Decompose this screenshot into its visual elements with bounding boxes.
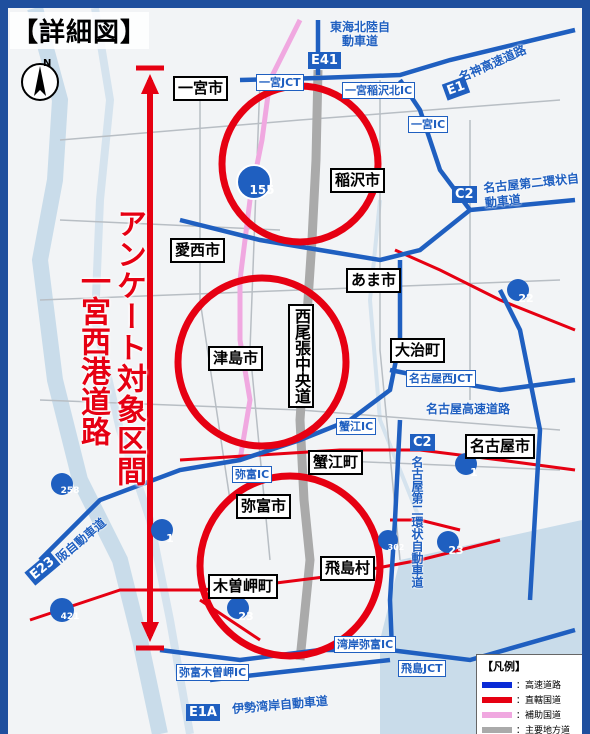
city-yatomi: 弥富市	[236, 494, 292, 519]
city-nagoya: 名古屋市	[465, 434, 536, 459]
ichinomiya-inazawa-kita-ic: 一宮稲沢北IC	[342, 82, 416, 99]
nagoya-2nd-ring-vertical-label: 名古屋第二環状自動車道	[410, 456, 424, 588]
city-ama: あま市	[346, 268, 402, 293]
survey-circle-middle	[174, 274, 350, 450]
legend-item-prefectural: ：主要地方道	[482, 722, 582, 734]
survey-section-arrow	[136, 65, 164, 651]
yatomi-kisosaki-ic: 弥富木曽岬IC	[176, 664, 250, 681]
route-1-east-number: 1	[470, 466, 478, 479]
route-22-shield	[507, 279, 529, 301]
code-e41: E41	[308, 52, 341, 69]
nagara-river	[90, 8, 194, 734]
legend-swatch-expressway	[482, 681, 512, 688]
legend-item-expressway: ：高速道路	[482, 677, 582, 692]
route-23-east-number: 23	[448, 544, 464, 557]
legend-swatch-national-direct	[482, 696, 512, 703]
village-tobishima: 飛島村	[320, 556, 376, 581]
town-kanie: 蟹江町	[308, 450, 364, 475]
legend-label-expressway: ：高速道路	[516, 681, 562, 691]
route-155-shield	[236, 164, 272, 200]
route-258-shield	[51, 473, 73, 495]
road-name-label: 一宮西港道路	[75, 266, 110, 446]
legend-item-national-direct: ：直轄国道	[482, 692, 582, 707]
legend-title: 【凡例】	[482, 660, 526, 673]
nagoya-expressway-label: 名古屋高速道路	[426, 402, 511, 416]
nishi-owari-chuo-road	[295, 69, 323, 661]
route-1-west-number: 1	[166, 532, 174, 545]
legend-item-national-aux: ：補助国道	[482, 707, 582, 722]
legend-swatch-prefectural	[482, 726, 512, 733]
tokai-hokuriku-expressway-label: 東海北陸自動車道	[329, 20, 390, 48]
legend-label-national-direct: ：直轄国道	[516, 696, 562, 706]
nagoya-nishi-jct: 名古屋西JCT	[406, 370, 476, 387]
city-aisai: 愛西市	[170, 238, 226, 263]
route-155-number: 155	[249, 183, 275, 197]
map-title: 【詳細図】	[10, 12, 150, 49]
route-421-shield	[50, 598, 74, 622]
kiso-river	[27, 8, 168, 734]
city-tsushima: 津島市	[208, 346, 264, 371]
code-c2-south: C2	[410, 434, 435, 451]
prefectural-road-label: 西尾張中央道	[288, 304, 314, 408]
survey-circle-north	[218, 82, 382, 246]
tobishima-jct: 飛島JCT	[398, 660, 446, 677]
route-302-number: 302	[387, 543, 405, 552]
route-302-shield	[378, 530, 398, 550]
route-23-south-number: 23	[238, 610, 254, 623]
legend-box: 【凡例】 ：高速道路 ：直轄国道 ：補助国道 ：主要地方道	[476, 654, 582, 734]
route-22-number: 22	[518, 292, 534, 305]
route-421-number: 421	[60, 612, 80, 622]
ichinomiya-ic: 一宮IC	[408, 116, 449, 133]
city-inazawa: 稲沢市	[330, 168, 386, 193]
north-label: N	[43, 58, 52, 69]
legend-label-prefectural: ：主要地方道	[516, 726, 571, 734]
legend-swatch-national-aux	[482, 711, 512, 718]
code-c2-north: C2	[452, 186, 477, 203]
survey-circle-south	[196, 472, 384, 660]
route-23-south-shield	[227, 597, 249, 619]
kanie-ic: 蟹江IC	[336, 418, 377, 435]
map-area: 【詳細図】 N アンケート対象区間 一宮西港道路 西尾張中央道 一宮市 稲沢市 …	[8, 8, 582, 734]
code-e1a: E1A	[186, 704, 220, 721]
route-23-east-shield	[437, 531, 459, 553]
route-258-number: 258	[60, 486, 80, 496]
kanie-river	[367, 199, 422, 521]
wangan-yatomi-ic: 湾岸弥富IC	[334, 636, 397, 653]
route-1-west-shield	[151, 519, 173, 541]
town-kisosaki: 木曽岬町	[208, 574, 279, 599]
town-oharu: 大治町	[390, 338, 446, 363]
yatomi-ic: 弥富IC	[232, 466, 273, 483]
survey-section-label: アンケート対象区間	[111, 208, 146, 487]
north-arrow	[21, 63, 59, 101]
city-ichinomiya: 一宮市	[173, 76, 229, 101]
ichinomiya-jct: 一宮JCT	[256, 74, 304, 91]
legend-label-national-aux: ：補助国道	[516, 711, 562, 721]
